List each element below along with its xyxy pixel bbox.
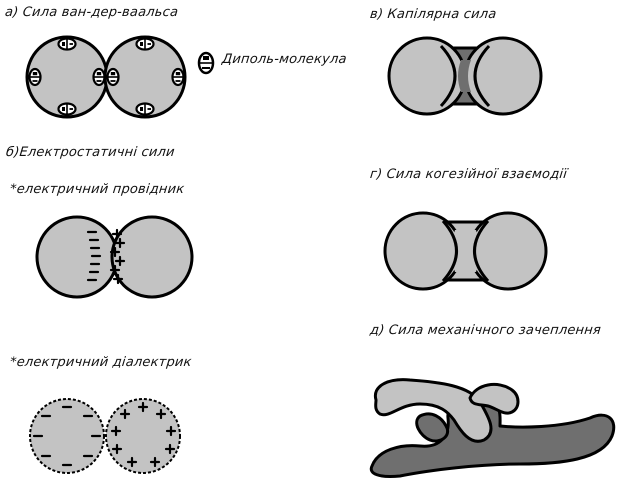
conductor-figure [37, 217, 192, 297]
dielectric-figure [30, 399, 180, 473]
capillary-figure [389, 38, 541, 114]
mechanical-interlock-figure [371, 380, 614, 477]
dipole-molecule-icon [199, 53, 213, 73]
van-der-waals-figure [27, 37, 185, 117]
cohesion-figure [385, 213, 546, 289]
